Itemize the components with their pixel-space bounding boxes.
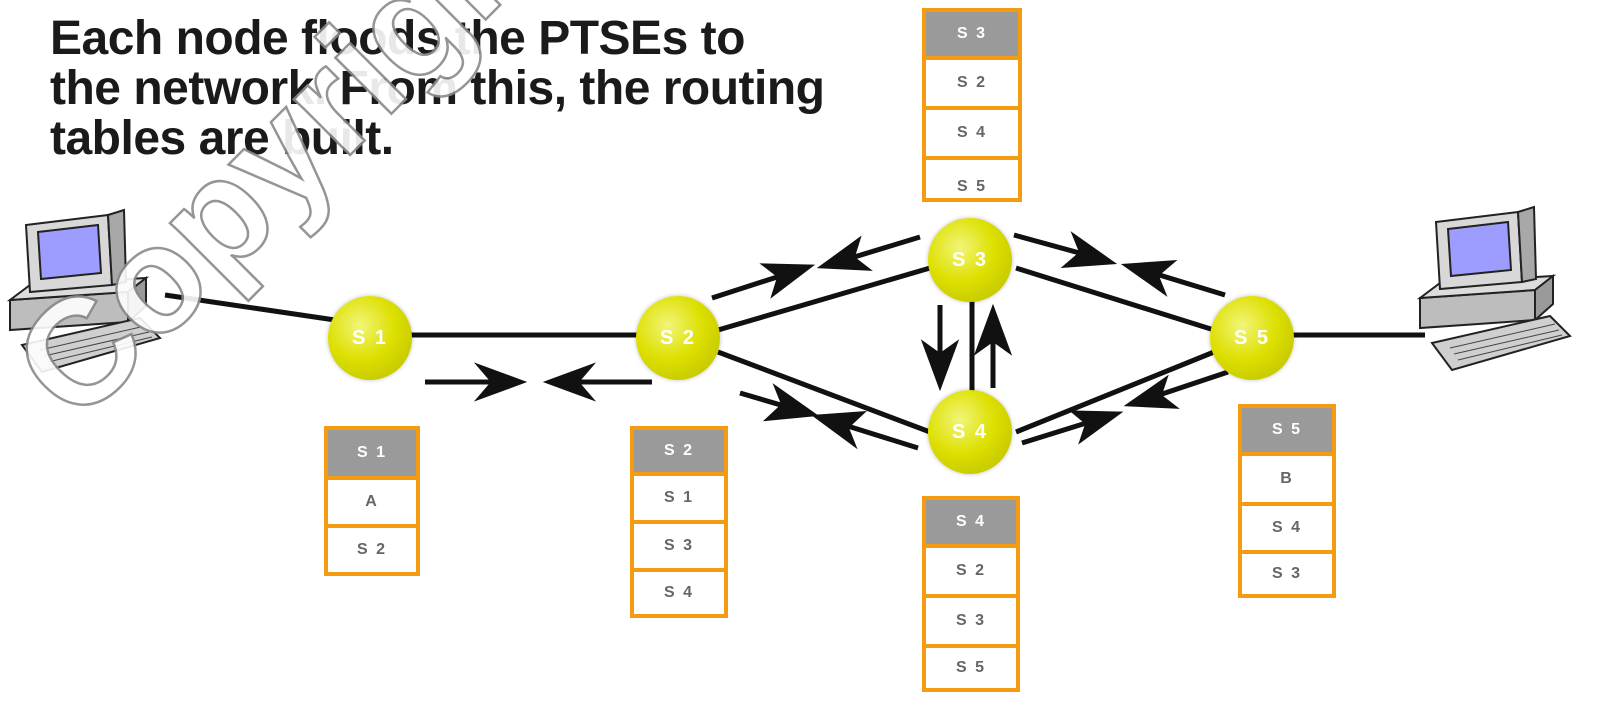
- table-s1: S 1 A S 2: [324, 426, 420, 576]
- arrow-s2-to-s1-head: [542, 362, 597, 402]
- link-s4-s5: [1015, 349, 1215, 435]
- link-pc-left-s1: [164, 292, 336, 323]
- table-s3: S 3 S 2 S 4 S 5: [922, 8, 1022, 202]
- arrow-s2-to-s3-head: [759, 263, 816, 299]
- caption-line-1: Each node floods the PTSEs to: [50, 12, 745, 65]
- table-s5-row: S 3: [1242, 550, 1332, 594]
- table-s2-row: S 3: [634, 520, 724, 568]
- table-s4-row: S 3: [926, 594, 1016, 644]
- arrow-s5-to-s4-head: [1123, 374, 1180, 409]
- table-s1-row: A: [328, 476, 416, 524]
- caption-line-3: tables are built.: [50, 112, 394, 165]
- arrow-s4-to-s3-head: [973, 303, 1013, 356]
- table-s4: S 4 S 2 S 3 S 5: [922, 496, 1020, 692]
- link-s3-s5: [1015, 265, 1215, 333]
- table-s1-row: S 2: [328, 524, 416, 572]
- arrow-s4-to-s5-head: [1068, 410, 1124, 445]
- node-s4: S 4: [928, 390, 1012, 474]
- computer-left-icon: [6, 208, 162, 374]
- table-s4-header: S 4: [926, 500, 1016, 544]
- table-s3-header: S 3: [926, 12, 1018, 56]
- table-s5: S 5 B S 4 S 3: [1238, 404, 1336, 598]
- arrow-s1-to-s2-head: [473, 362, 528, 402]
- table-s1-header: S 1: [328, 430, 416, 476]
- table-s5-row: B: [1242, 452, 1332, 502]
- caption-line-2: the network. From this, the routing: [50, 62, 825, 115]
- table-s2-header: S 2: [634, 430, 724, 472]
- table-s5-header: S 5: [1242, 408, 1332, 452]
- table-s2-row: S 1: [634, 472, 724, 520]
- arrow-s5-to-s3-head: [1120, 259, 1178, 297]
- node-s5: S 5: [1210, 296, 1294, 380]
- arrow-s3-to-s5-head: [1060, 231, 1118, 269]
- arrow-s3-to-s4-head: [920, 339, 960, 392]
- table-s3-row: S 4: [926, 106, 1018, 156]
- caption: Each node floods the PTSEs to the networ…: [50, 14, 950, 164]
- arrow-s4-to-s2-head: [811, 411, 867, 450]
- arrow-s3-to-s2-head: [816, 235, 873, 271]
- table-s3-row: S 2: [926, 56, 1018, 106]
- computer-right-icon: [1416, 205, 1572, 372]
- links: [164, 265, 1425, 435]
- node-s3: S 3: [928, 218, 1012, 302]
- table-s4-row: S 5: [926, 644, 1016, 688]
- table-s3-row: S 5: [926, 156, 1018, 198]
- table-s2-row: S 4: [634, 568, 724, 614]
- node-s2: S 2: [636, 296, 720, 380]
- flood-arrows: [425, 231, 1229, 451]
- link-s2-s3: [717, 265, 931, 333]
- table-s4-row: S 2: [926, 544, 1016, 594]
- arrow-s2-to-s4-head: [762, 383, 819, 422]
- link-s2-s4: [717, 349, 931, 435]
- table-s2: S 2 S 1 S 3 S 4: [630, 426, 728, 618]
- table-s5-row: S 4: [1242, 502, 1332, 550]
- node-s1: S 1: [328, 296, 412, 380]
